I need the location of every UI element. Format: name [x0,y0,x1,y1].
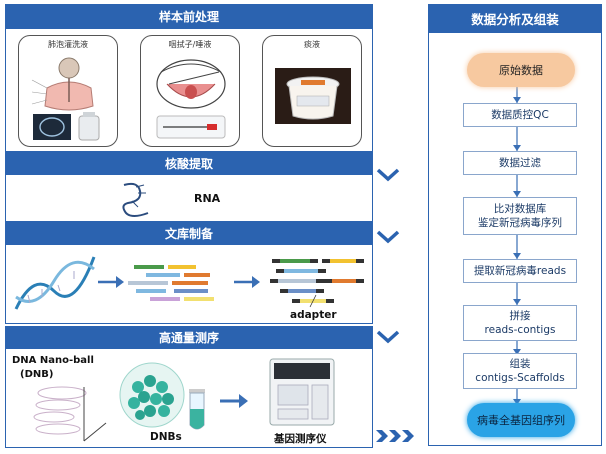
arrow-to-sequencer [220,394,248,408]
flow-step-label: 提取新冠病毒reads [473,264,567,277]
genome-sequence-label: 病毒全基因组序列 [477,414,565,427]
sequencing-panel: DNA Nano-ball (DNB) DNBs 基因测序仪 [5,348,373,448]
arrow-to-adapter [234,276,260,288]
extraction-panel: RNA [5,174,373,222]
sample-prep-header: 样本前处理 [5,4,373,28]
fragment-bars [128,265,214,301]
sequencer-label: 基因测序仪 [274,433,327,445]
flow-step-align: 比对数据库 鉴定新冠病毒序列 [463,197,577,235]
dnb-tube-illustration [189,389,205,430]
adapter-label: adapter [290,309,337,321]
sequencing-title: 高通量测序 [158,330,219,345]
flow-step-label: 组装 [509,357,531,370]
chevron-right-triple-icon [376,430,414,442]
library-title: 文库制备 [164,226,213,241]
genome-sequence-node: 病毒全基因组序列 [467,403,575,437]
chevron-down-icon [376,168,400,182]
extraction-title: 核酸提取 [164,156,213,171]
analysis-title: 数据分析及组装 [471,11,559,27]
flow-connector [513,87,521,405]
extraction-header: 核酸提取 [5,152,373,174]
sample-prep-title: 样本前处理 [158,9,219,24]
adapter-ligated-fragments [270,259,364,308]
dnbs-label: DNBs [150,431,182,443]
arrow-to-fragments [98,276,124,288]
flow-step-assemble: 组装 contigs-Scaffolds [463,353,577,389]
sequencer-illustration [269,358,335,426]
flow-step-filter: 数据过滤 [463,151,577,175]
flow-step-label: 拼接 [509,309,531,322]
sputum-cup-illustration [275,68,351,124]
analysis-panel: 原始数据 数据质控QC 数据过滤 比对数据库 鉴定新冠病毒序列 提取新冠病毒re… [428,32,602,446]
sample-card-label: 痰液 [304,40,320,49]
raw-data-label: 原始数据 [499,64,543,77]
sample-prep-panel: 肺泡灌洗液 咽拭子/唾液 痰液 [5,28,373,152]
raw-data-node: 原始数据 [467,53,575,87]
dna-nanoball-label: DNA Nano-ball [12,355,94,366]
sequencing-header: 高通量测序 [5,326,373,348]
flow-step-sublabel: reads-contigs [484,324,556,336]
flow-step-label: 数据过滤 [499,156,541,169]
sample-card-bal: 肺泡灌洗液 [18,35,118,147]
dnb-cluster-illustration [119,362,185,428]
flow-step-qc: 数据质控QC [463,103,577,127]
sample-card-label: 肺泡灌洗液 [48,40,88,49]
flow-step-label: 比对数据库 [493,202,547,215]
rna-label: RNA [194,192,221,205]
library-panel: adapter [5,244,373,324]
flow-step-sublabel: contigs-Scaffolds [475,372,565,384]
sample-card-swab: 咽拭子/唾液 [140,35,240,147]
dnb-label: (DNB) [20,369,54,380]
flow-step-sublabel: 鉴定新冠病毒序列 [478,217,562,229]
sample-card-sputum: 痰液 [262,35,362,147]
flow-step-label: 数据质控QC [491,108,549,121]
chevron-down-icon [376,230,400,244]
flow-step-splice: 拼接 reads-contigs [463,305,577,341]
dna-helix-illustration [14,256,96,310]
chevron-down-icon [376,330,400,344]
throat-swab-illustration [156,59,226,139]
nanoball-illustration [33,386,107,442]
rna-strand-icon [122,182,149,217]
flow-step-extract: 提取新冠病毒reads [463,259,577,283]
lung-illustration [31,57,100,141]
library-header: 文库制备 [5,222,373,244]
analysis-header: 数据分析及组装 [428,4,602,32]
sample-card-label: 咽拭子/唾液 [168,40,212,49]
